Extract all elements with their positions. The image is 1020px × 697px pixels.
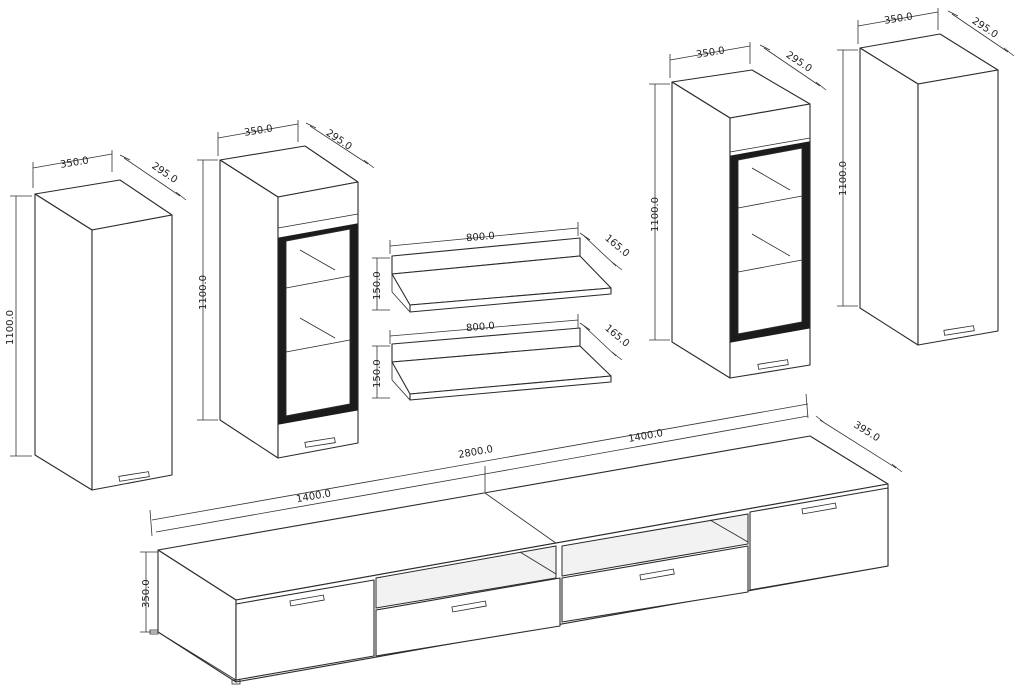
shelf-2: 800.0 165.0 150.0 (372, 314, 631, 401)
handle-icon (304, 437, 336, 448)
cab4-height-label: 1100.0 (838, 161, 849, 196)
tv-right-width-label: 1400.0 (627, 428, 663, 445)
handle-icon (943, 325, 975, 336)
cabinet-3: 350.0 295.0 1100.0 (649, 42, 827, 379)
shelf2-depth-label: 165.0 (602, 323, 631, 350)
shelf2-width-label: 800.0 (466, 321, 495, 334)
tv-total-width-label: 2800.0 (457, 444, 493, 461)
shelf-1: 800.0 165.0 150.0 (372, 222, 631, 313)
shelf1-depth-label: 165.0 (602, 233, 631, 260)
cab3-height-label: 1100.0 (650, 197, 661, 232)
handle-icon (451, 600, 487, 613)
tv-unit: 2800.0 1400.0 1400.0 395.0 350.0 (140, 393, 903, 685)
handle-icon (118, 471, 150, 482)
cabinet-2: 350.0 295.0 1100.0 (197, 120, 375, 459)
shelf1-width-label: 800.0 (466, 231, 495, 244)
cab2-width-label: 350.0 (244, 123, 274, 138)
cab2-depth-label: 295.0 (324, 128, 354, 153)
handle-icon (289, 594, 325, 607)
cabinet-4: 350.0 295.0 1100.0 (837, 8, 1015, 346)
tv-depth-label: 395.0 (851, 420, 881, 445)
tv-height-label: 350.0 (141, 579, 152, 608)
cab1-depth-label: 295.0 (149, 161, 179, 186)
shelf1-height-label: 150.0 (372, 271, 383, 300)
cab4-depth-label: 295.0 (970, 16, 1000, 41)
handle-icon (639, 568, 675, 581)
cab1-height-label: 1100.0 (5, 310, 16, 345)
tv-left-width-label: 1400.0 (296, 488, 332, 505)
handle-icon (801, 502, 837, 515)
cab3-width-label: 350.0 (696, 45, 726, 60)
cab2-height-label: 1100.0 (198, 275, 209, 310)
cab1-width-label: 350.0 (60, 155, 90, 170)
cabinet-1: 350.0 295.0 1100.0 (5, 150, 187, 491)
cab4-width-label: 350.0 (884, 11, 914, 26)
shelf2-height-label: 150.0 (372, 359, 383, 388)
handle-icon (757, 359, 789, 370)
